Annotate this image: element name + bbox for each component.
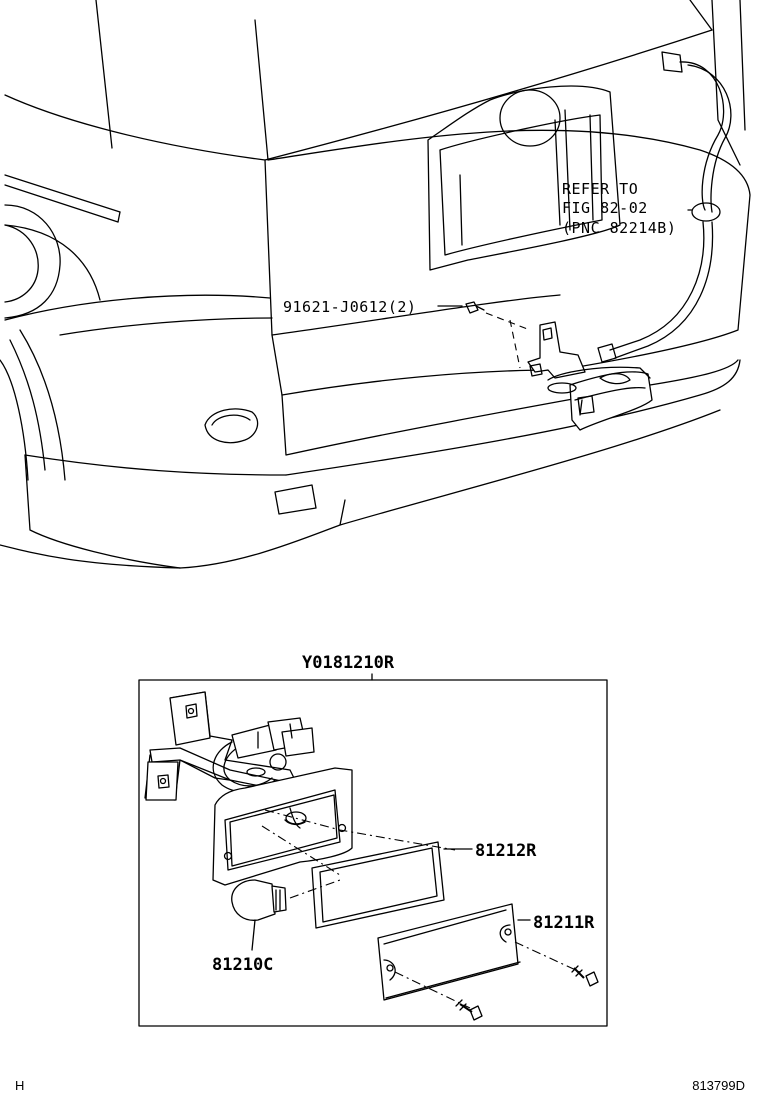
lens-screw-right [571, 965, 599, 987]
bulb-81210C [231, 879, 287, 921]
assembly-frame [138, 679, 608, 1027]
lens-screw-bottom [455, 999, 483, 1021]
refer-note-line3: (PNC 82214B) [562, 219, 676, 237]
assembly-part-number: Y0181210R [302, 653, 395, 673]
screw-part-number: 91621-J0612(2) [283, 298, 416, 316]
lower-leader-lines [251, 848, 531, 951]
refer-note-line1: REFER TO [562, 180, 638, 198]
bulb-part-number: 81210C [212, 955, 273, 975]
lens-part-number: 81211R [533, 913, 595, 933]
vehicle-rear-illustration [0, 0, 751, 569]
refer-note-line2: FIG 82-02 [562, 199, 648, 217]
exploded-lamp-assembly [144, 691, 599, 1021]
lens-gasket-part-number: 81212R [475, 841, 537, 861]
footer-left-code: H [15, 1078, 24, 1093]
upper-leader-lines [437, 209, 693, 307]
footer-figure-code: 813799D [692, 1078, 745, 1093]
